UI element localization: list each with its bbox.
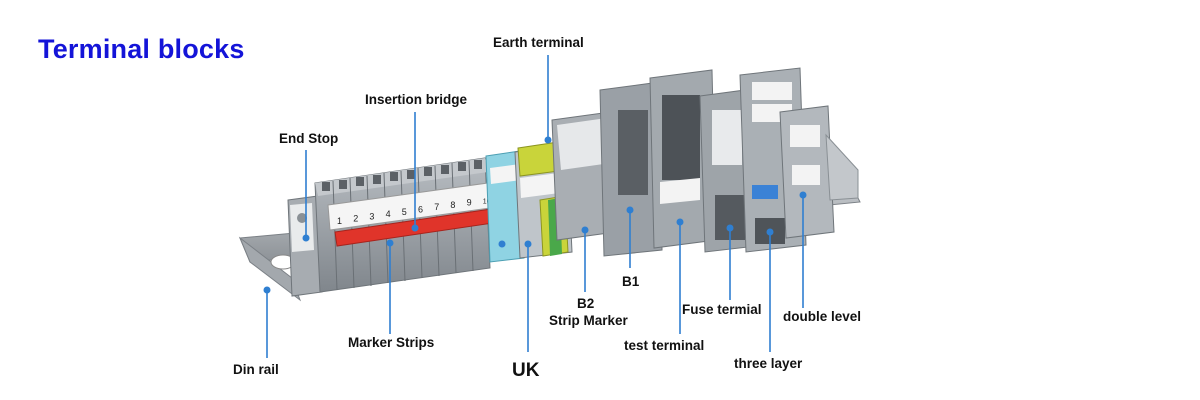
callout-lines bbox=[266, 55, 804, 358]
label-b1: B1 bbox=[622, 274, 640, 289]
marker-number: 9 bbox=[467, 198, 472, 208]
double-level-terminal bbox=[779, 105, 859, 239]
label-test-terminal: test terminal bbox=[624, 338, 705, 353]
callout-dots bbox=[263, 136, 552, 294]
end-stop bbox=[287, 195, 323, 297]
marker-number: 2 bbox=[353, 214, 358, 224]
label-fuse-terminal: Fuse termial bbox=[682, 302, 762, 317]
label-insertion-bridge: Insertion bridge bbox=[365, 92, 468, 107]
marker-number: 5 bbox=[402, 207, 407, 217]
marker-number: 8 bbox=[450, 200, 455, 210]
marker-number: 4 bbox=[386, 209, 391, 219]
label-din-rail: Din rail bbox=[233, 362, 279, 377]
label-earth-terminal: Earth terminal bbox=[493, 35, 584, 50]
marker-number: 6 bbox=[418, 205, 423, 215]
label-uk: UK bbox=[512, 360, 540, 381]
marker-number: 3 bbox=[369, 211, 374, 221]
label-b2: B2 bbox=[577, 296, 595, 311]
marker-number: 10 bbox=[483, 198, 491, 205]
label-three-layer: three layer bbox=[734, 356, 803, 371]
label-marker-strips: Marker Strips bbox=[348, 335, 435, 350]
label-strip-marker: Strip Marker bbox=[549, 313, 628, 328]
marker-number: 7 bbox=[434, 202, 439, 212]
test-terminal bbox=[649, 69, 717, 249]
label-double-level: double level bbox=[783, 309, 862, 324]
marker-number: 1 bbox=[337, 216, 342, 226]
marker-number-group: 1 2 3 4 5 6 7 8 9 10 bbox=[337, 198, 491, 226]
page-title: Terminal blocks bbox=[38, 34, 245, 64]
label-end-stop: End Stop bbox=[279, 131, 339, 146]
b-series-terminals bbox=[551, 81, 663, 257]
uk-blue-terminal bbox=[485, 150, 525, 263]
